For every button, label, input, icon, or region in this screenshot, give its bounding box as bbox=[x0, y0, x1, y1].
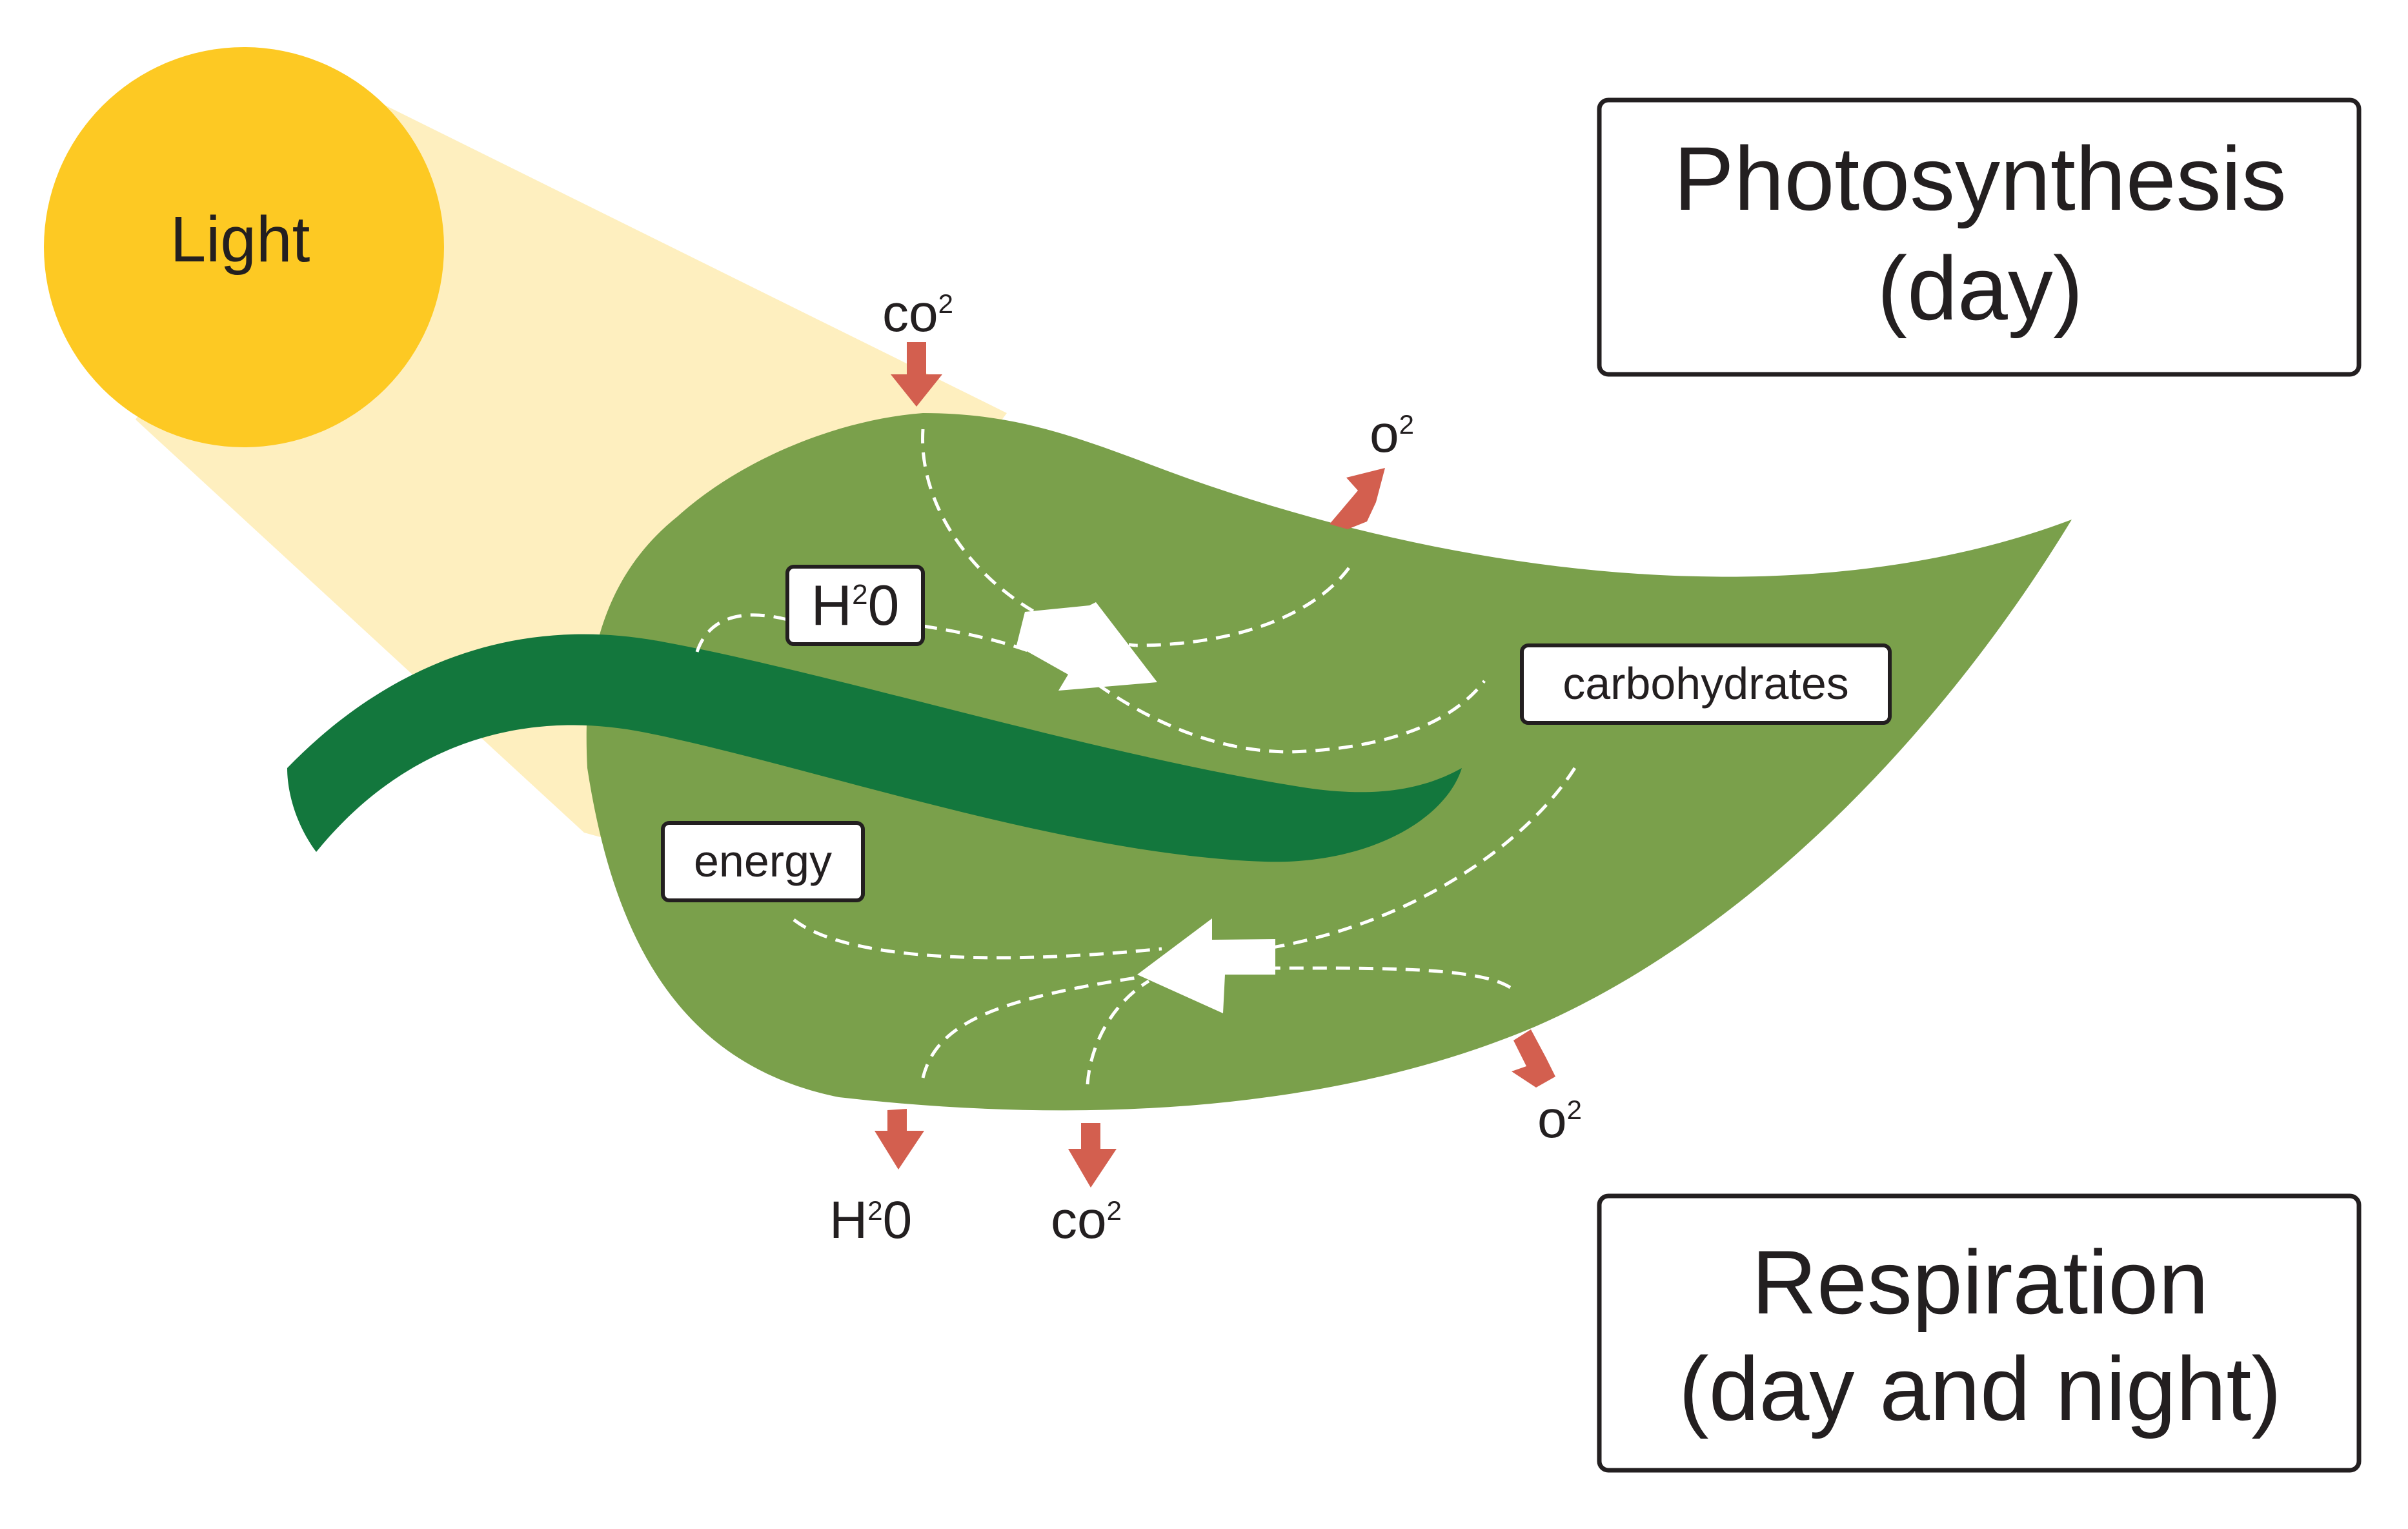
photosynthesis-title-line2: (day) bbox=[1877, 238, 2083, 339]
flow-line-water-in bbox=[695, 613, 788, 653]
co2-out-base: co bbox=[1051, 1191, 1107, 1250]
carbohydrates-label: carbohydrates bbox=[1563, 658, 1849, 709]
photosynthesis-title-box bbox=[1597, 97, 2362, 377]
flow-line-water-out bbox=[921, 976, 1137, 1078]
gas-arrows bbox=[875, 342, 1555, 1188]
photosynthesis-title-line1: Photosynthesis bbox=[1674, 128, 2286, 229]
leaf-stem bbox=[287, 634, 1462, 862]
o2-in-base: o bbox=[1537, 1090, 1567, 1149]
photosynthesis-co2-label: co2 bbox=[882, 284, 953, 343]
water-out-tail: 0 bbox=[883, 1191, 913, 1250]
co2-in-base: co bbox=[882, 284, 938, 343]
flow-line-o2-out bbox=[1135, 567, 1350, 647]
water-out-base: H bbox=[829, 1191, 867, 1250]
leaf bbox=[586, 413, 2072, 1111]
energy-label: energy bbox=[694, 836, 832, 886]
co2-out-arrow bbox=[1068, 1123, 1117, 1188]
flow-line-o2-in bbox=[1271, 966, 1512, 989]
respiration-title-line1: Respiration bbox=[1752, 1231, 2209, 1333]
water-out-arrow bbox=[875, 1109, 924, 1170]
sun-label: Light bbox=[170, 203, 310, 276]
co2-out-sub: 2 bbox=[1107, 1195, 1122, 1226]
flow-line-water-to-carbs bbox=[922, 624, 1486, 754]
o2-out-arrow bbox=[1330, 468, 1385, 529]
respiration-co2-label: co2 bbox=[1051, 1191, 1122, 1250]
flow-line-energy bbox=[793, 918, 1162, 960]
flow-line-carbs-to-energy bbox=[1264, 767, 1577, 951]
respiration-o2-label: o2 bbox=[1537, 1090, 1582, 1149]
co2-in-sub: 2 bbox=[938, 289, 953, 319]
water-in-base: H bbox=[811, 573, 853, 637]
o2-out-sub: 2 bbox=[1399, 409, 1414, 440]
water-out-sub: 2 bbox=[867, 1195, 882, 1226]
respiration-title-box bbox=[1597, 1193, 2362, 1473]
o2-in-arrow bbox=[1512, 1029, 1555, 1088]
energy-box bbox=[661, 821, 865, 902]
respiration-water-label: H20 bbox=[829, 1191, 912, 1250]
carbohydrates-box bbox=[1520, 643, 1892, 725]
respiration-title-line2: (day and night) bbox=[1679, 1338, 2282, 1439]
o2-in-sub: 2 bbox=[1567, 1095, 1582, 1125]
photosynthesis-o2-label: o2 bbox=[1370, 405, 1414, 463]
water-box-label: H20 bbox=[811, 573, 900, 637]
water-in-sub: 2 bbox=[852, 579, 867, 611]
water-box bbox=[785, 565, 925, 646]
respiration-arrow bbox=[1137, 918, 1275, 1013]
co2-in-arrow bbox=[891, 342, 942, 407]
sun bbox=[44, 47, 444, 447]
water-in-tail: 0 bbox=[868, 573, 900, 637]
o2-out-base: o bbox=[1370, 405, 1399, 463]
photosynthesis-arrow bbox=[1017, 602, 1157, 691]
